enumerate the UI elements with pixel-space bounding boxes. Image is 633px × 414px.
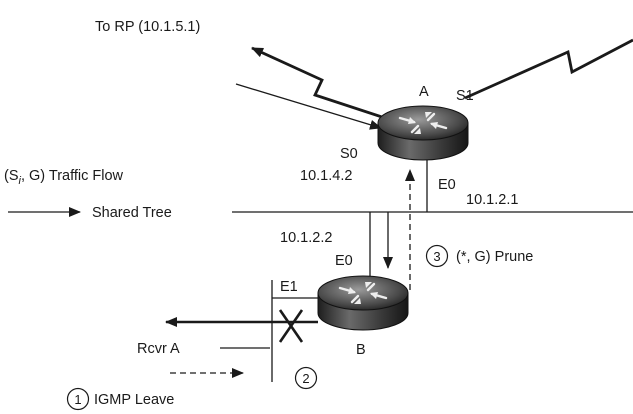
serial-link-s1 — [464, 38, 633, 100]
router-b-icon — [317, 275, 409, 331]
e0-b-label: E0 — [335, 253, 353, 269]
s0-label: S0 — [340, 146, 358, 162]
igmp-leave-label: IGMP Leave — [94, 392, 174, 408]
s0-ip-label: 10.1.4.2 — [300, 168, 352, 184]
e0-a-label: E0 — [438, 177, 456, 193]
router-a-label: A — [419, 84, 429, 100]
step-2-circle — [294, 366, 318, 390]
step-3-number: 3 — [433, 249, 440, 264]
step-1-number: 1 — [74, 392, 81, 407]
router-a-icon — [377, 105, 469, 161]
rcvr-label: Rcvr A — [137, 341, 180, 357]
serial-link-to-rp — [251, 46, 386, 120]
traffic-arrow-s0 — [235, 83, 382, 130]
router-b-ip-label: 10.1.2.2 — [280, 230, 332, 246]
router-b-label: B — [356, 342, 366, 358]
e1-b-label: E1 — [280, 279, 298, 295]
traffic-flow-label: (Si, G) Traffic Flow — [4, 168, 124, 187]
step-2-number: 2 — [302, 371, 309, 386]
rp-label: To RP (10.1.5.1) — [95, 19, 200, 35]
e0-a-ip-label: 10.1.2.1 — [466, 192, 518, 208]
step-1-circle — [66, 387, 90, 411]
shared-tree-label: Shared Tree — [92, 205, 172, 221]
blocked-x-icon — [278, 309, 304, 343]
step-3-circle — [425, 244, 449, 268]
s1-label: S1 — [456, 88, 474, 104]
prune-label: (*, G) Prune — [456, 249, 533, 265]
